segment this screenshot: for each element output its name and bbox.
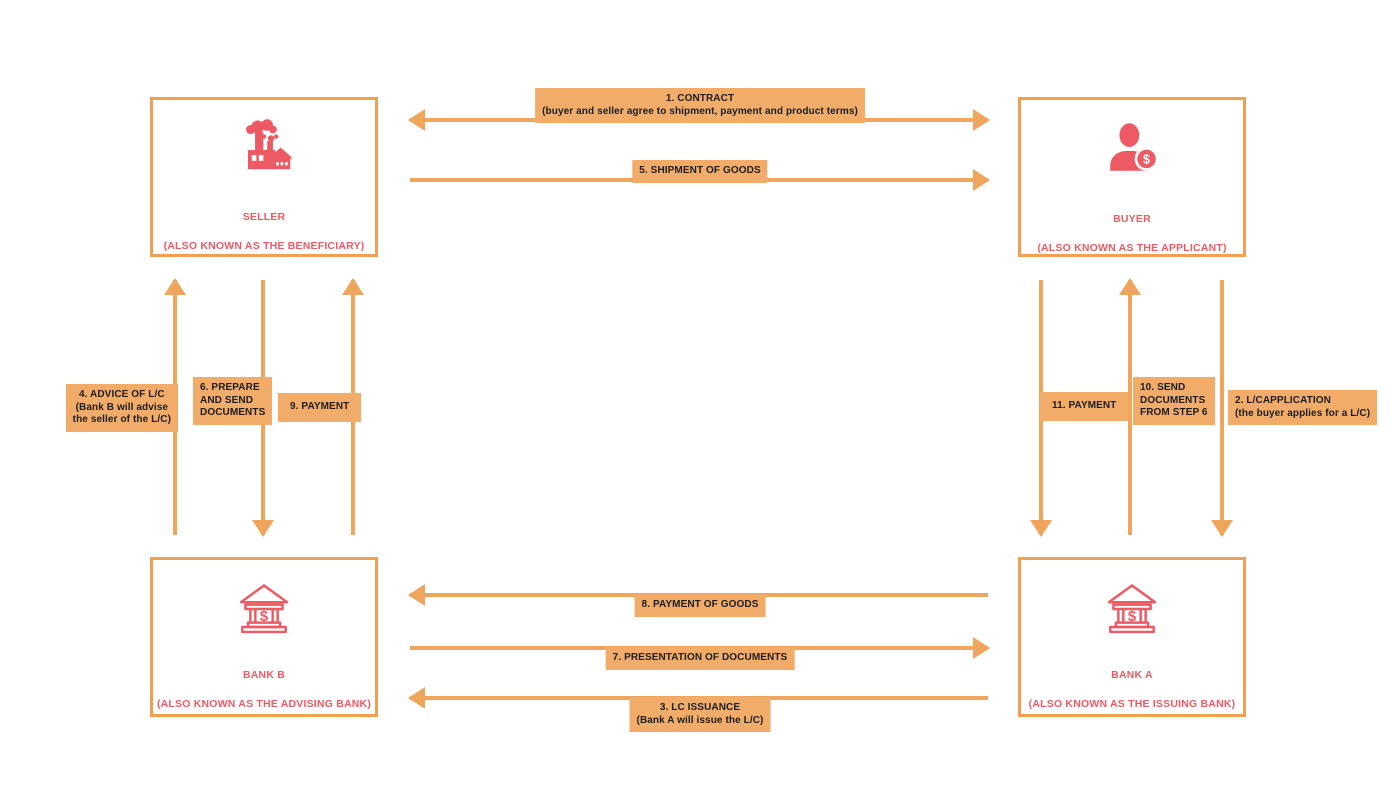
bank-icon: $ bbox=[233, 578, 295, 640]
dollar-glyph: $ bbox=[1143, 153, 1150, 167]
seller-box: SELLER (ALSO KNOWN AS THE BENEFICIARY) bbox=[150, 97, 378, 257]
entity-subtitle: (ALSO KNOWN AS THE ADVISING BANK) bbox=[156, 697, 372, 710]
arrow-step-10-send-documents bbox=[1119, 278, 1141, 537]
step-label-payment-of-goods: 8. PAYMENT OF GOODS bbox=[634, 594, 766, 617]
step-label-payment-to-bank: 11. PAYMENT bbox=[1040, 392, 1129, 421]
seller-caption: SELLER (ALSO KNOWN AS THE BENEFICIARY) bbox=[164, 196, 365, 267]
dollar-glyph: $ bbox=[260, 609, 269, 625]
person-dollar-icon: $ bbox=[1099, 118, 1165, 184]
entity-name: BANK A bbox=[1111, 669, 1153, 682]
step-label-contract: 1. CONTRACT (buyer and seller agree to s… bbox=[535, 88, 865, 124]
arrow-step-2-lc-application bbox=[1211, 278, 1233, 537]
bank-b-box: $ BANK B (ALSO KNOWN AS THE ADVISING BAN… bbox=[150, 557, 378, 717]
step-label-presentation: 7. PRESENTATION OF DOCUMENTS bbox=[605, 647, 795, 670]
factory-icon bbox=[232, 118, 296, 182]
dollar-glyph: $ bbox=[1128, 609, 1137, 625]
entity-subtitle: (ALSO KNOWN AS THE BENEFICIARY) bbox=[163, 239, 365, 252]
step-label-shipment: 5. SHIPMENT OF GOODS bbox=[632, 160, 768, 183]
entity-name: SELLER bbox=[242, 211, 286, 224]
step-label-lc-issuance: 3. LC ISSUANCE (Bank A will issue the L/… bbox=[629, 697, 771, 733]
buyer-caption: BUYER (ALSO KNOWN AS THE APPLICANT) bbox=[1037, 198, 1226, 269]
entity-subtitle: (ALSO KNOWN AS THE ISSUING BANK) bbox=[1028, 697, 1236, 710]
step-label-payment-to-seller: 9. PAYMENT bbox=[278, 393, 362, 422]
bank-a-caption: BANK A (ALSO KNOWN AS THE ISSUING BANK) bbox=[1029, 654, 1236, 725]
entity-name: BANK B bbox=[242, 669, 285, 682]
step-label-lc-application: 2. L/CAPPLICATION (the buyer applies for… bbox=[1228, 390, 1378, 426]
bank-icon: $ bbox=[1101, 578, 1163, 640]
step-label-prepare-documents: 6. PREPARE AND SEND DOCUMENTS bbox=[193, 377, 273, 426]
step-label-send-documents: 10. SEND DOCUMENTS FROM STEP 6 bbox=[1133, 377, 1215, 426]
entity-subtitle: (ALSO KNOWN AS THE APPLICANT) bbox=[1037, 241, 1227, 254]
buyer-box: $ BUYER (ALSO KNOWN AS THE APPLICANT) bbox=[1018, 97, 1246, 257]
step-label-advice-of-lc: 4. ADVICE OF L/C (Bank B will advise the… bbox=[65, 384, 178, 433]
entity-name: BUYER bbox=[1113, 213, 1151, 226]
bank-b-caption: BANK B (ALSO KNOWN AS THE ADVISING BANK) bbox=[157, 654, 371, 725]
bank-a-box: $ BANK A (ALSO KNOWN AS THE ISSUING BANK… bbox=[1018, 557, 1246, 717]
